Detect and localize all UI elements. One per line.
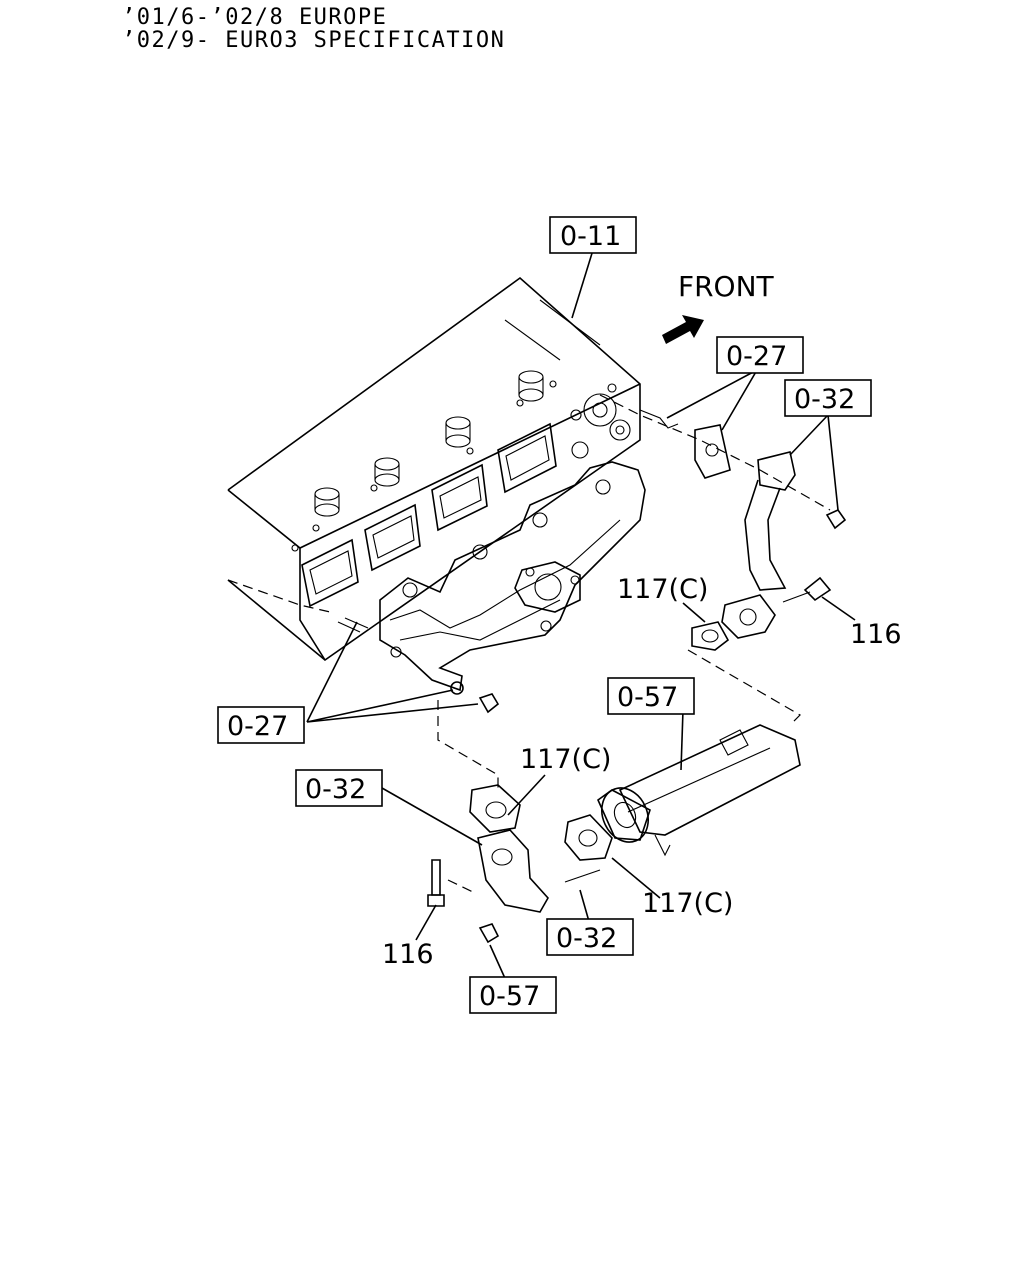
header-line-1: ’01/6-’02/8 EUROPE: [122, 5, 388, 30]
callout-0-11-text: 0-11: [560, 221, 621, 252]
callout-0-27-left-text: 0-27: [227, 711, 288, 742]
callout-0-11[interactable]: 0-11: [549, 216, 637, 254]
front-label: FRONT: [678, 270, 775, 303]
egr-pipe-upper: [691, 424, 796, 651]
callout-0-32-bottom-text: 0-32: [556, 923, 617, 954]
front-arrow-icon: [662, 315, 704, 344]
exhaust-manifold: [379, 461, 646, 692]
callout-0-32-bottom[interactable]: 0-32: [546, 918, 634, 956]
part-117c-top[interactable]: 117(C): [617, 574, 708, 605]
egr-pipe-lower: [469, 784, 613, 913]
callout-0-32-top[interactable]: 0-32: [784, 379, 872, 417]
part-117c-right[interactable]: 117(C): [642, 888, 733, 919]
callout-0-57-bottom-text: 0-57: [479, 981, 540, 1012]
callout-0-27-top[interactable]: 0-27: [716, 336, 804, 374]
callout-0-32-left[interactable]: 0-32: [295, 769, 383, 807]
callout-0-32-left-text: 0-32: [305, 774, 366, 805]
leader-lines: [227, 249, 856, 986]
callout-0-27-top-text: 0-27: [726, 341, 787, 372]
egr-cooler: [597, 724, 801, 857]
part-117c-mid[interactable]: 117(C): [520, 744, 611, 775]
diagram-header: ’01/6-’02/8 EUROPE ’02/9- EURO3 SPECIFIC…: [122, 6, 505, 52]
part-116-left[interactable]: 116: [382, 939, 434, 970]
callout-0-57-mid[interactable]: 0-57: [607, 677, 695, 715]
header-line-2: ’02/9- EURO3 SPECIFICATION: [122, 28, 506, 53]
cylinder-head: [227, 276, 641, 662]
callout-0-57-mid-text: 0-57: [617, 682, 678, 713]
part-116-right[interactable]: 116: [850, 619, 902, 650]
callout-0-57-bottom[interactable]: 0-57: [469, 976, 557, 1014]
fasteners: [337, 409, 847, 944]
callout-0-27-left[interactable]: 0-27: [217, 706, 305, 744]
callout-0-32-top-text: 0-32: [794, 384, 855, 415]
